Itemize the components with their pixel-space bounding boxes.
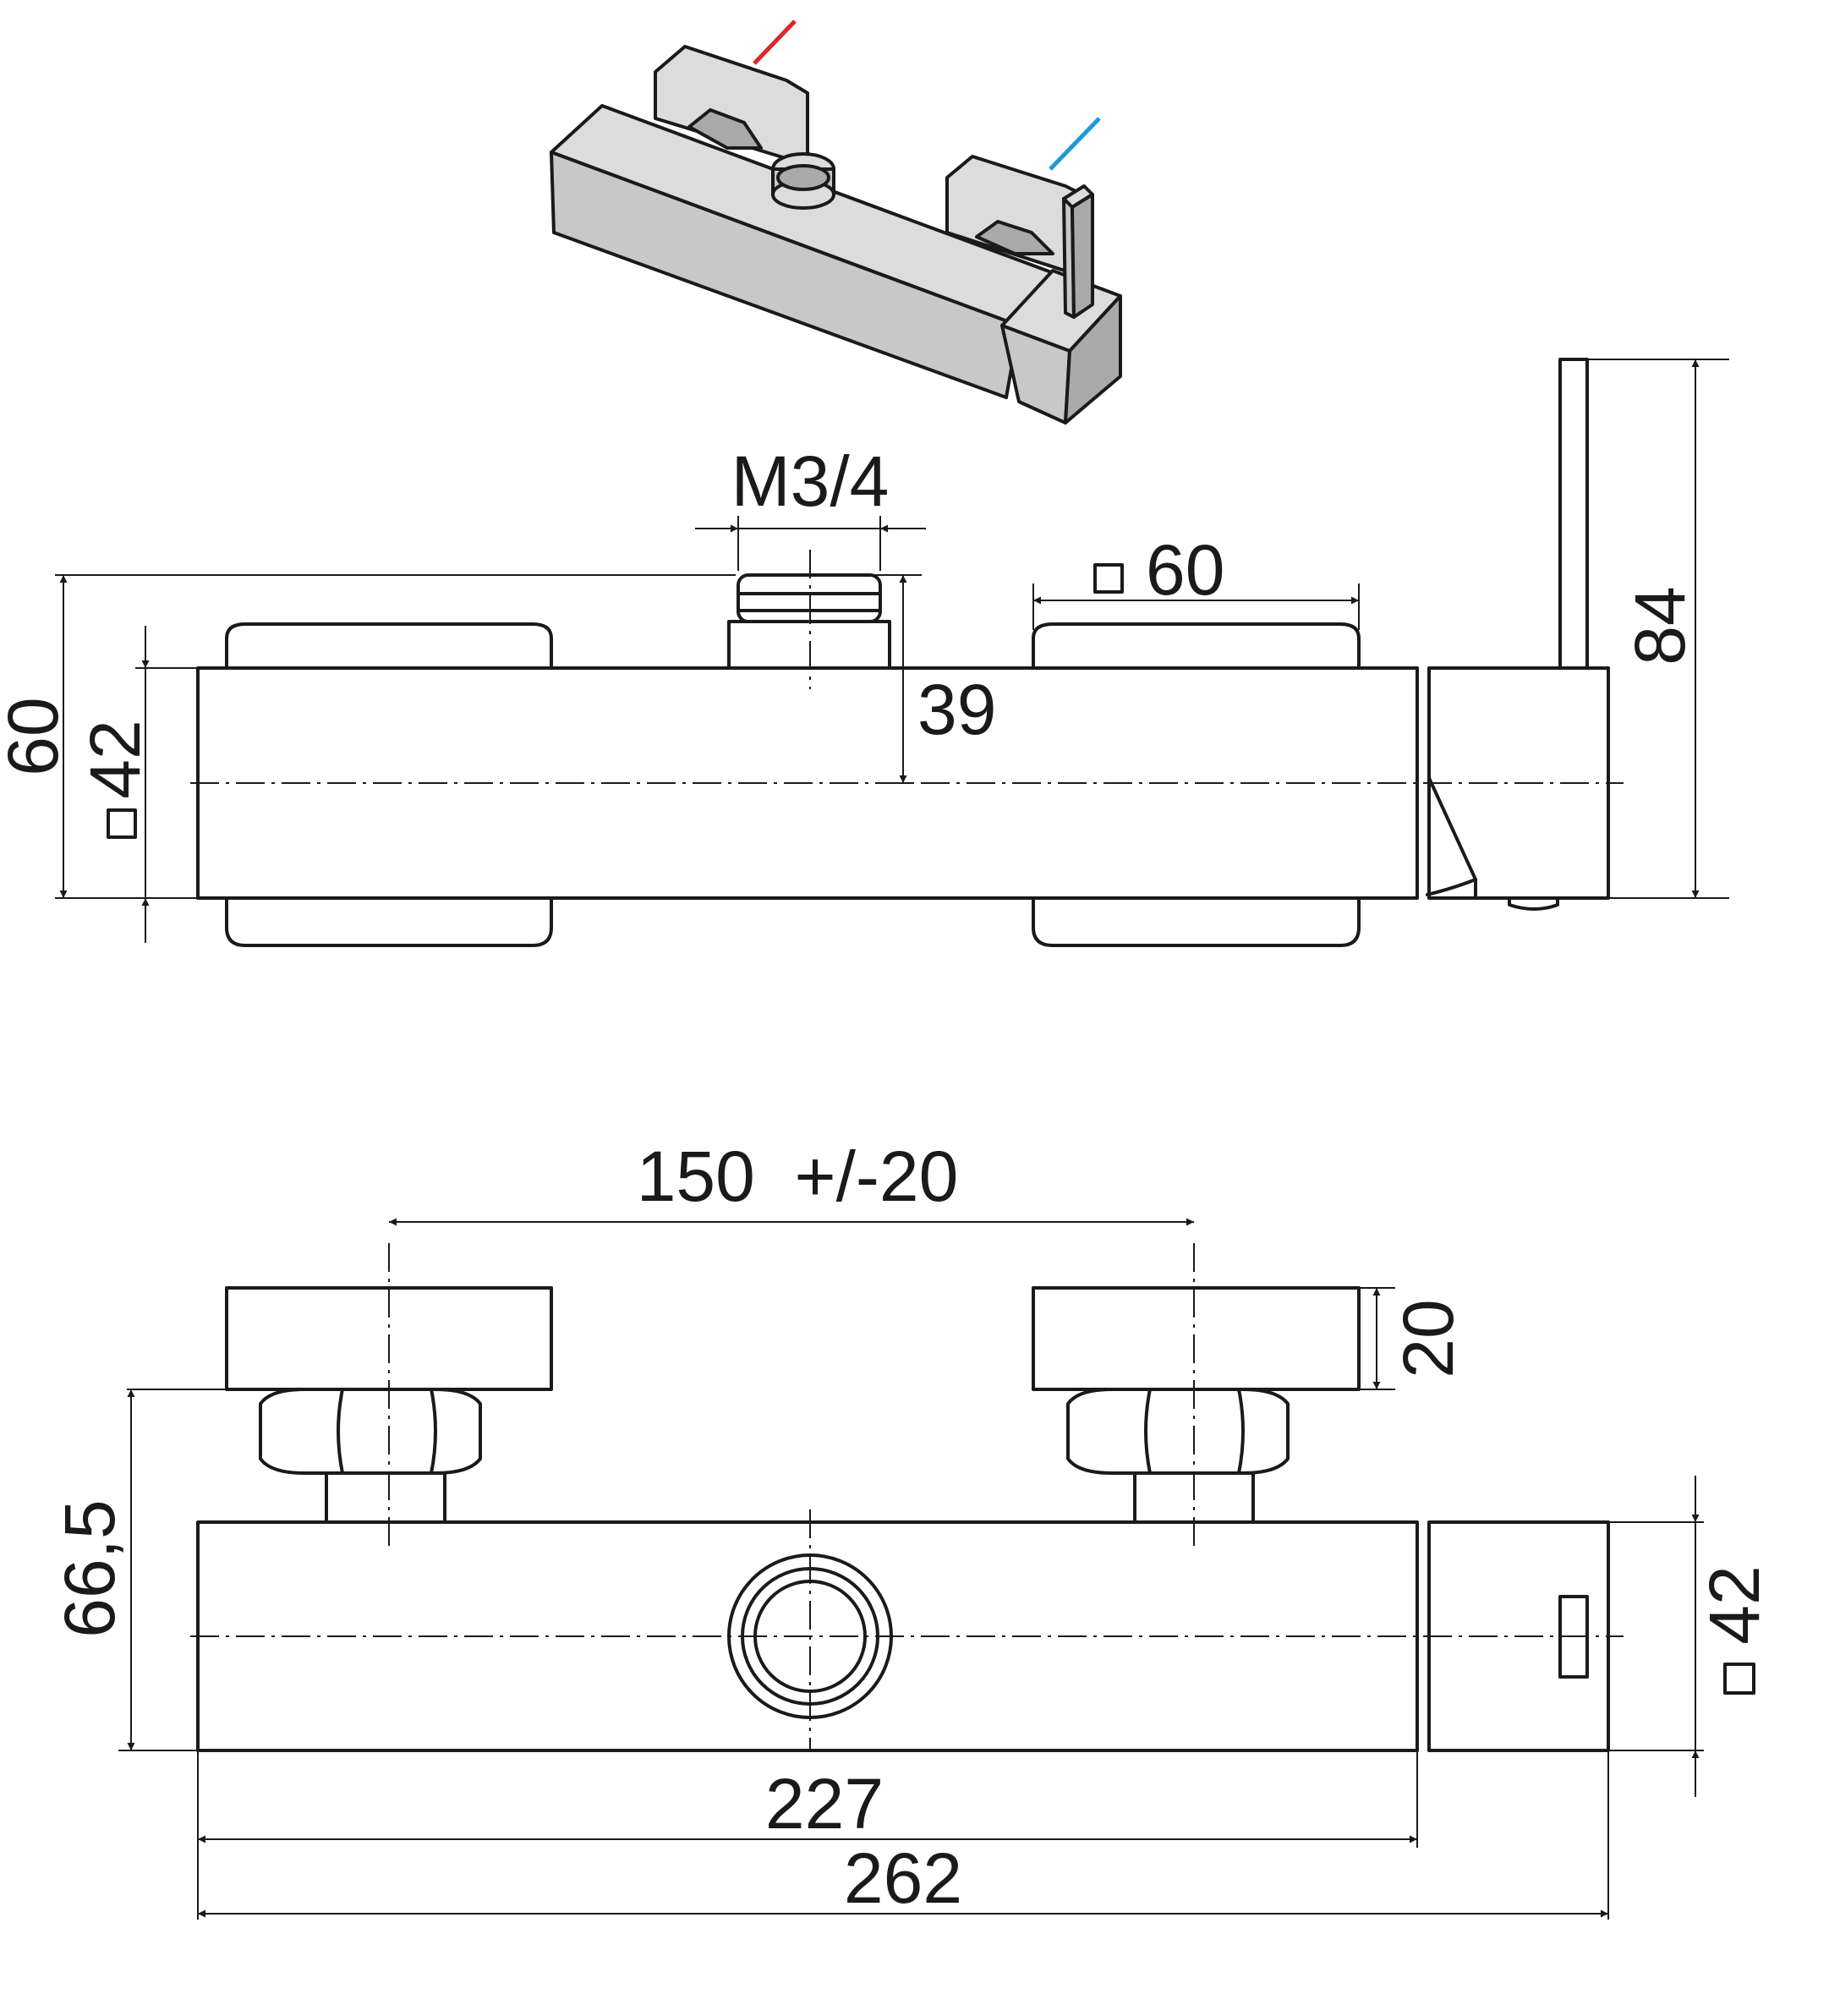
- side-handle-left-top: [225, 622, 553, 670]
- top-handle-right: [1032, 1286, 1361, 1391]
- dim-total-height: 60: [0, 697, 73, 775]
- side-view: M3/4 60 42 39 60 84: [0, 358, 1729, 947]
- square-symbol: [107, 808, 137, 839]
- dim-body-square-left: 42: [75, 720, 155, 798]
- isometric-view: [550, 19, 1122, 425]
- dim-body-square-right: 42: [1695, 1565, 1774, 1644]
- dim-thread: M3/4: [731, 441, 890, 521]
- top-nut-right: [1066, 1388, 1290, 1475]
- dim-center-height: 39: [917, 670, 996, 749]
- dim-body-length: 227: [765, 1764, 884, 1843]
- side-handle-left-bottom: [225, 896, 553, 947]
- top-view: 150 +/-20 20 66,5 42 227 262: [50, 1137, 1774, 1920]
- dim-wall-distance: 66,5: [50, 1499, 129, 1638]
- iso-body-front: [550, 151, 1021, 399]
- side-handle-right-bottom: [1032, 896, 1361, 947]
- dim-handle-square: 60: [1146, 530, 1224, 610]
- hot-water-marker: [753, 19, 797, 65]
- side-lever: [1558, 358, 1589, 670]
- dim-connection-spacing: 150 +/-20: [637, 1137, 959, 1216]
- dim-total-length: 262: [844, 1838, 962, 1918]
- square-symbol: [1093, 563, 1124, 594]
- cold-water-marker: [1049, 117, 1101, 171]
- dim-handle-thickness: 20: [1388, 1299, 1468, 1378]
- side-handle-right-top: [1032, 622, 1361, 670]
- dim-lever-height: 84: [1620, 586, 1700, 665]
- top-nut-left: [259, 1388, 482, 1475]
- square-symbol: [1723, 1663, 1755, 1695]
